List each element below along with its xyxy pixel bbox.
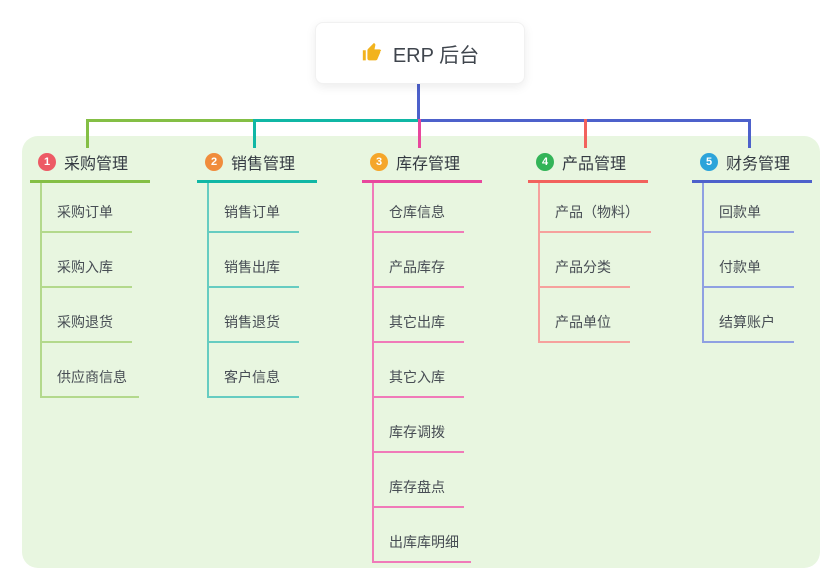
subnode-product-0[interactable]: 产品（物料） bbox=[540, 183, 651, 233]
subnode-inventory-5[interactable]: 库存盘点 bbox=[374, 453, 464, 508]
connector-drop-inventory bbox=[418, 119, 421, 148]
priority-badge-3: 3 bbox=[370, 153, 388, 171]
connector-drop-purchase bbox=[86, 119, 89, 148]
branch-node-inventory[interactable]: 3 库存管理 bbox=[362, 148, 482, 183]
subnode-inventory-6[interactable]: 出库库明细 bbox=[374, 508, 471, 563]
thumbs-up-icon bbox=[361, 42, 383, 64]
branch-label: 采购管理 bbox=[64, 156, 129, 173]
branch-children-product: 产品（物料）产品分类产品单位 bbox=[538, 183, 651, 343]
branch-sales: 2 销售管理销售订单销售出库销售退货客户信息 bbox=[197, 148, 317, 398]
subnode-sales-1[interactable]: 销售出库 bbox=[209, 233, 299, 288]
priority-badge-5: 5 bbox=[700, 153, 718, 171]
branch-node-purchase[interactable]: 1 采购管理 bbox=[30, 148, 150, 183]
subnode-finance-0[interactable]: 回款单 bbox=[704, 183, 794, 233]
subnode-sales-0[interactable]: 销售订单 bbox=[209, 183, 299, 233]
connector-drop-sales bbox=[253, 119, 256, 148]
subnode-inventory-2[interactable]: 其它出库 bbox=[374, 288, 464, 343]
branch-finance: 5 财务管理回款单付款单结算账户 bbox=[692, 148, 812, 343]
subnode-purchase-3[interactable]: 供应商信息 bbox=[42, 343, 139, 398]
branch-product: 4 产品管理产品（物料）产品分类产品单位 bbox=[528, 148, 651, 343]
mindmap-canvas bbox=[22, 136, 820, 568]
branch-purchase: 1 采购管理采购订单采购入库采购退货供应商信息 bbox=[30, 148, 150, 398]
priority-badge-1: 1 bbox=[38, 153, 56, 171]
subnode-inventory-0[interactable]: 仓库信息 bbox=[374, 183, 464, 233]
connector-bus-left bbox=[86, 119, 253, 122]
branch-children-purchase: 采购订单采购入库采购退货供应商信息 bbox=[40, 183, 139, 398]
subnode-purchase-0[interactable]: 采购订单 bbox=[42, 183, 132, 233]
branch-node-product[interactable]: 4 产品管理 bbox=[528, 148, 648, 183]
subnode-product-2[interactable]: 产品单位 bbox=[540, 288, 630, 343]
subnode-product-1[interactable]: 产品分类 bbox=[540, 233, 630, 288]
branch-label: 销售管理 bbox=[231, 156, 296, 173]
branch-children-inventory: 仓库信息产品库存其它出库其它入库库存调拨库存盘点出库库明细 bbox=[372, 183, 471, 563]
branch-children-sales: 销售订单销售出库销售退货客户信息 bbox=[207, 183, 299, 398]
branch-children-finance: 回款单付款单结算账户 bbox=[702, 183, 794, 343]
subnode-purchase-2[interactable]: 采购退货 bbox=[42, 288, 132, 343]
connector-bus-middle bbox=[253, 119, 418, 122]
branch-inventory: 3 库存管理仓库信息产品库存其它出库其它入库库存调拨库存盘点出库库明细 bbox=[362, 148, 482, 563]
subnode-finance-2[interactable]: 结算账户 bbox=[704, 288, 794, 343]
branch-label: 财务管理 bbox=[726, 156, 791, 173]
root-node-label: ERP 后台 bbox=[392, 44, 480, 67]
subnode-inventory-4[interactable]: 库存调拨 bbox=[374, 398, 464, 453]
subnode-sales-2[interactable]: 销售退货 bbox=[209, 288, 299, 343]
priority-badge-4: 4 bbox=[536, 153, 554, 171]
subnode-finance-1[interactable]: 付款单 bbox=[704, 233, 794, 288]
branch-label: 库存管理 bbox=[396, 156, 461, 173]
connector-root bbox=[417, 82, 420, 122]
root-node[interactable]: ERP 后台 bbox=[315, 22, 525, 84]
branch-node-sales[interactable]: 2 销售管理 bbox=[197, 148, 317, 183]
subnode-sales-3[interactable]: 客户信息 bbox=[209, 343, 299, 398]
branch-node-finance[interactable]: 5 财务管理 bbox=[692, 148, 812, 183]
priority-badge-2: 2 bbox=[205, 153, 223, 171]
subnode-inventory-1[interactable]: 产品库存 bbox=[374, 233, 464, 288]
connector-drop-finance bbox=[748, 119, 751, 148]
branch-label: 产品管理 bbox=[562, 156, 627, 173]
connector-drop-product bbox=[584, 119, 587, 148]
subnode-inventory-3[interactable]: 其它入库 bbox=[374, 343, 464, 398]
subnode-purchase-1[interactable]: 采购入库 bbox=[42, 233, 132, 288]
